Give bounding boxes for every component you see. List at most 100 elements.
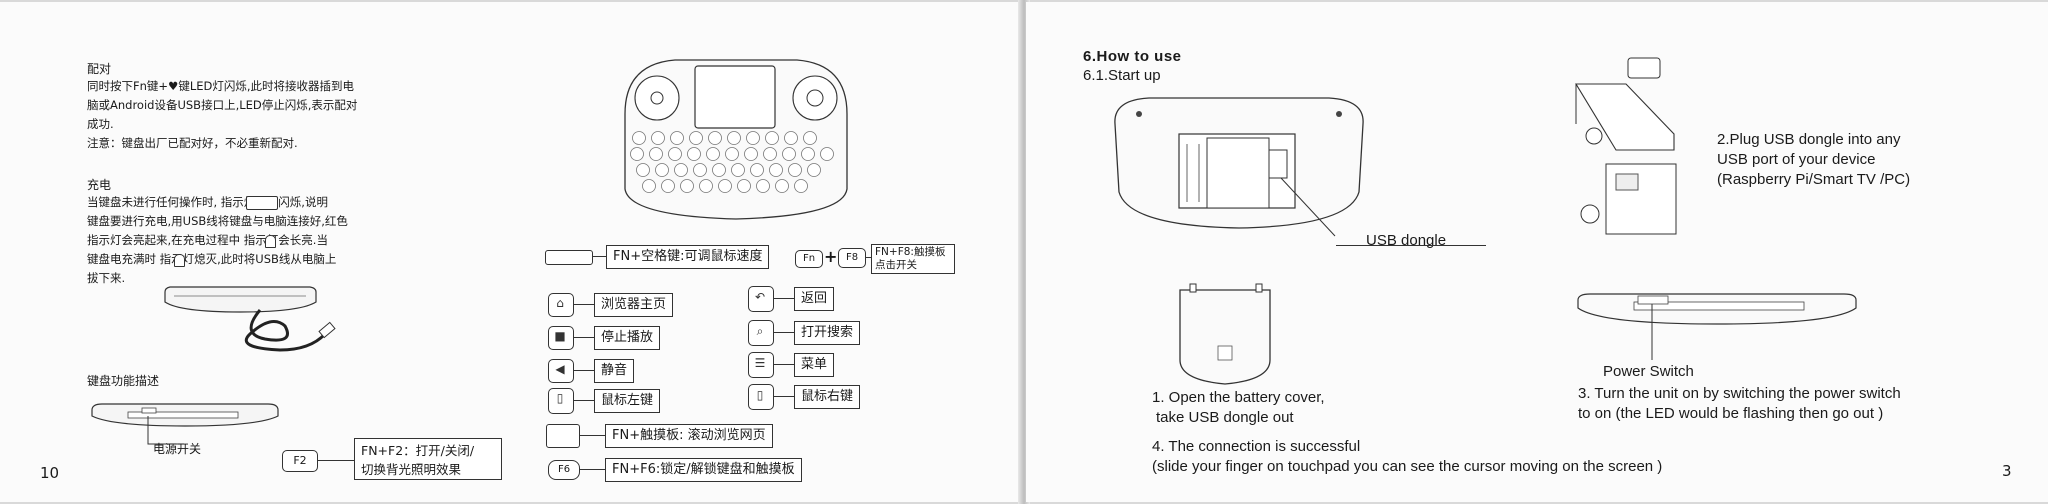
keyboard-key xyxy=(689,131,703,145)
leader-line xyxy=(592,256,606,257)
step1-line: take USB dongle out xyxy=(1156,409,1294,426)
function-label: 打开搜索 xyxy=(794,321,861,345)
leader-line xyxy=(773,298,795,299)
keyboard-key xyxy=(775,179,789,193)
fn-f8-line: FN+F8:触摸板 xyxy=(875,246,946,258)
keyboard-key xyxy=(784,131,798,145)
keyboard-key xyxy=(655,163,669,177)
menu-icon xyxy=(748,352,774,378)
mouse-glyph: ▯ xyxy=(556,391,564,405)
leader-line xyxy=(865,257,871,258)
keyboard-key xyxy=(642,179,656,193)
keyboard-key xyxy=(756,179,770,193)
keyboard-side-view xyxy=(91,403,279,445)
battery-cover-illustration xyxy=(1179,283,1271,385)
space-key-icon xyxy=(545,250,593,265)
pairing-heading: 配对 xyxy=(87,62,112,76)
usb-dongle-label: USB dongle xyxy=(1366,232,1447,249)
leader-line xyxy=(773,364,795,365)
search-glyph: ⌕ xyxy=(756,324,764,338)
leader-line xyxy=(579,435,605,436)
keyboard-functions-heading: 键盘功能描述 xyxy=(87,374,160,388)
keyboard-key xyxy=(750,163,764,177)
keyboard-key xyxy=(687,147,701,161)
pairing-line: 脑或Android设备USB接口上,LED停止闪烁,表示配对 xyxy=(87,98,358,112)
power-switch-illustration xyxy=(1577,293,1857,360)
home-icon xyxy=(548,293,574,317)
step2-line: USB port of your device xyxy=(1717,151,1876,168)
keyboard-key xyxy=(630,147,644,161)
right-page: 6.How to use 6.1.Start up USB dongle xyxy=(1026,2,2048,502)
keyboard-key xyxy=(674,163,688,177)
fn-space-label: FN+空格键:可调鼠标速度 xyxy=(606,245,770,269)
charging-line: 键盘电充满时 指示灯熄灭,此时将USB线从电脑上 xyxy=(87,252,337,266)
section-subtitle: 6.1.Start up xyxy=(1083,67,1161,84)
function-label: 鼠标右键 xyxy=(794,385,861,409)
left-page: 配对 同时按下Fn键+♥键LED灯闪烁,此时将接收器插到电 脑或Android设… xyxy=(0,2,1022,502)
page-number: 3 xyxy=(2002,462,2012,480)
keyboard-key xyxy=(801,147,815,161)
fn-f8-box: FN+F8:触摸板 点击开关 xyxy=(871,244,955,274)
keyboard-key xyxy=(632,131,646,145)
keyboard-key xyxy=(727,131,741,145)
home-glyph: ⌂ xyxy=(556,296,564,310)
step3-line: to on (the LED would be flashing then go… xyxy=(1578,405,1884,422)
keyboard-key xyxy=(765,131,779,145)
pairing-line: 成功. xyxy=(87,117,114,131)
keyboard-key xyxy=(668,147,682,161)
fn-f6-label: FN+F6:锁定/解锁键盘和触摸板 xyxy=(605,458,802,482)
keyboard-key xyxy=(769,163,783,177)
pairing-text: 同时按下Fn键+♥键LED灯闪烁,此时将接收器插到电 脑或Android设备US… xyxy=(87,77,427,153)
keyboard-key xyxy=(803,131,817,145)
pairing-note: 注意：键盘出厂已配对好，不必重新配对. xyxy=(87,136,298,150)
step4-line: (slide your finger on touchpad you can s… xyxy=(1152,458,1663,475)
leader-line xyxy=(773,396,795,397)
keyboard-key xyxy=(794,179,808,193)
keyboard-key xyxy=(670,131,684,145)
back-glyph: ↶ xyxy=(754,290,766,304)
keyboard-key xyxy=(763,147,777,161)
function-label: 浏览器主页 xyxy=(594,293,674,317)
lock-led-icon xyxy=(174,254,185,267)
keyboard-key xyxy=(731,163,745,177)
keyboard-key xyxy=(706,147,720,161)
f8-key-icon: F8 xyxy=(838,248,866,268)
charging-line: 指示灯会亮起来,在充电过程中 指示灯会长亮.当 xyxy=(87,233,328,247)
function-label: 鼠标左键 xyxy=(594,389,661,413)
keyboard-key xyxy=(788,163,802,177)
leader-line xyxy=(573,304,595,305)
keyboard-key xyxy=(693,163,707,177)
charging-line: 拔下来. xyxy=(87,271,126,285)
leader-line xyxy=(773,332,795,333)
f6-key-icon: F6 xyxy=(548,460,580,480)
leader-line xyxy=(573,370,595,371)
function-label: 返回 xyxy=(794,287,835,311)
mute-icon xyxy=(548,359,574,383)
section-title: 6.How to use xyxy=(1083,48,1182,65)
function-label: 菜单 xyxy=(794,353,835,377)
leader-line xyxy=(318,460,354,461)
mouse-right-icon xyxy=(748,384,774,410)
keyboard-key xyxy=(649,147,663,161)
keyboard-key xyxy=(744,147,758,161)
keyboard-key xyxy=(661,179,675,193)
step1-text: 1. Open the battery cover, take USB dong… xyxy=(1152,388,1325,428)
charging-line: 键盘要进行充电,用USB线将键盘与电脑连接好,红色 xyxy=(87,214,348,228)
keyboard-key xyxy=(708,131,722,145)
power-switch-label: Power Switch xyxy=(1603,363,1694,380)
step2-text: 2.Plug USB dongle into any USB port of y… xyxy=(1717,130,1910,190)
keyboard-cable-illustration xyxy=(164,286,336,352)
charging-heading: 充电 xyxy=(87,178,112,192)
step2-line: 2.Plug USB dongle into any xyxy=(1717,131,1901,148)
leader-line xyxy=(579,469,605,470)
keyboard-key xyxy=(680,179,694,193)
power-switch-label: 电源开关 xyxy=(153,442,202,456)
step2-line: (Raspberry Pi/Smart TV /PC) xyxy=(1717,171,1911,188)
mute-glyph: ◀ xyxy=(555,362,565,376)
mouse-glyph: ▯ xyxy=(756,388,764,402)
fn-key-icon: Fn xyxy=(795,250,823,268)
function-label: 停止播放 xyxy=(594,326,661,350)
step3-line: 3. Turn the unit on by switching the pow… xyxy=(1578,385,1901,402)
mouse-left-icon xyxy=(548,388,574,414)
